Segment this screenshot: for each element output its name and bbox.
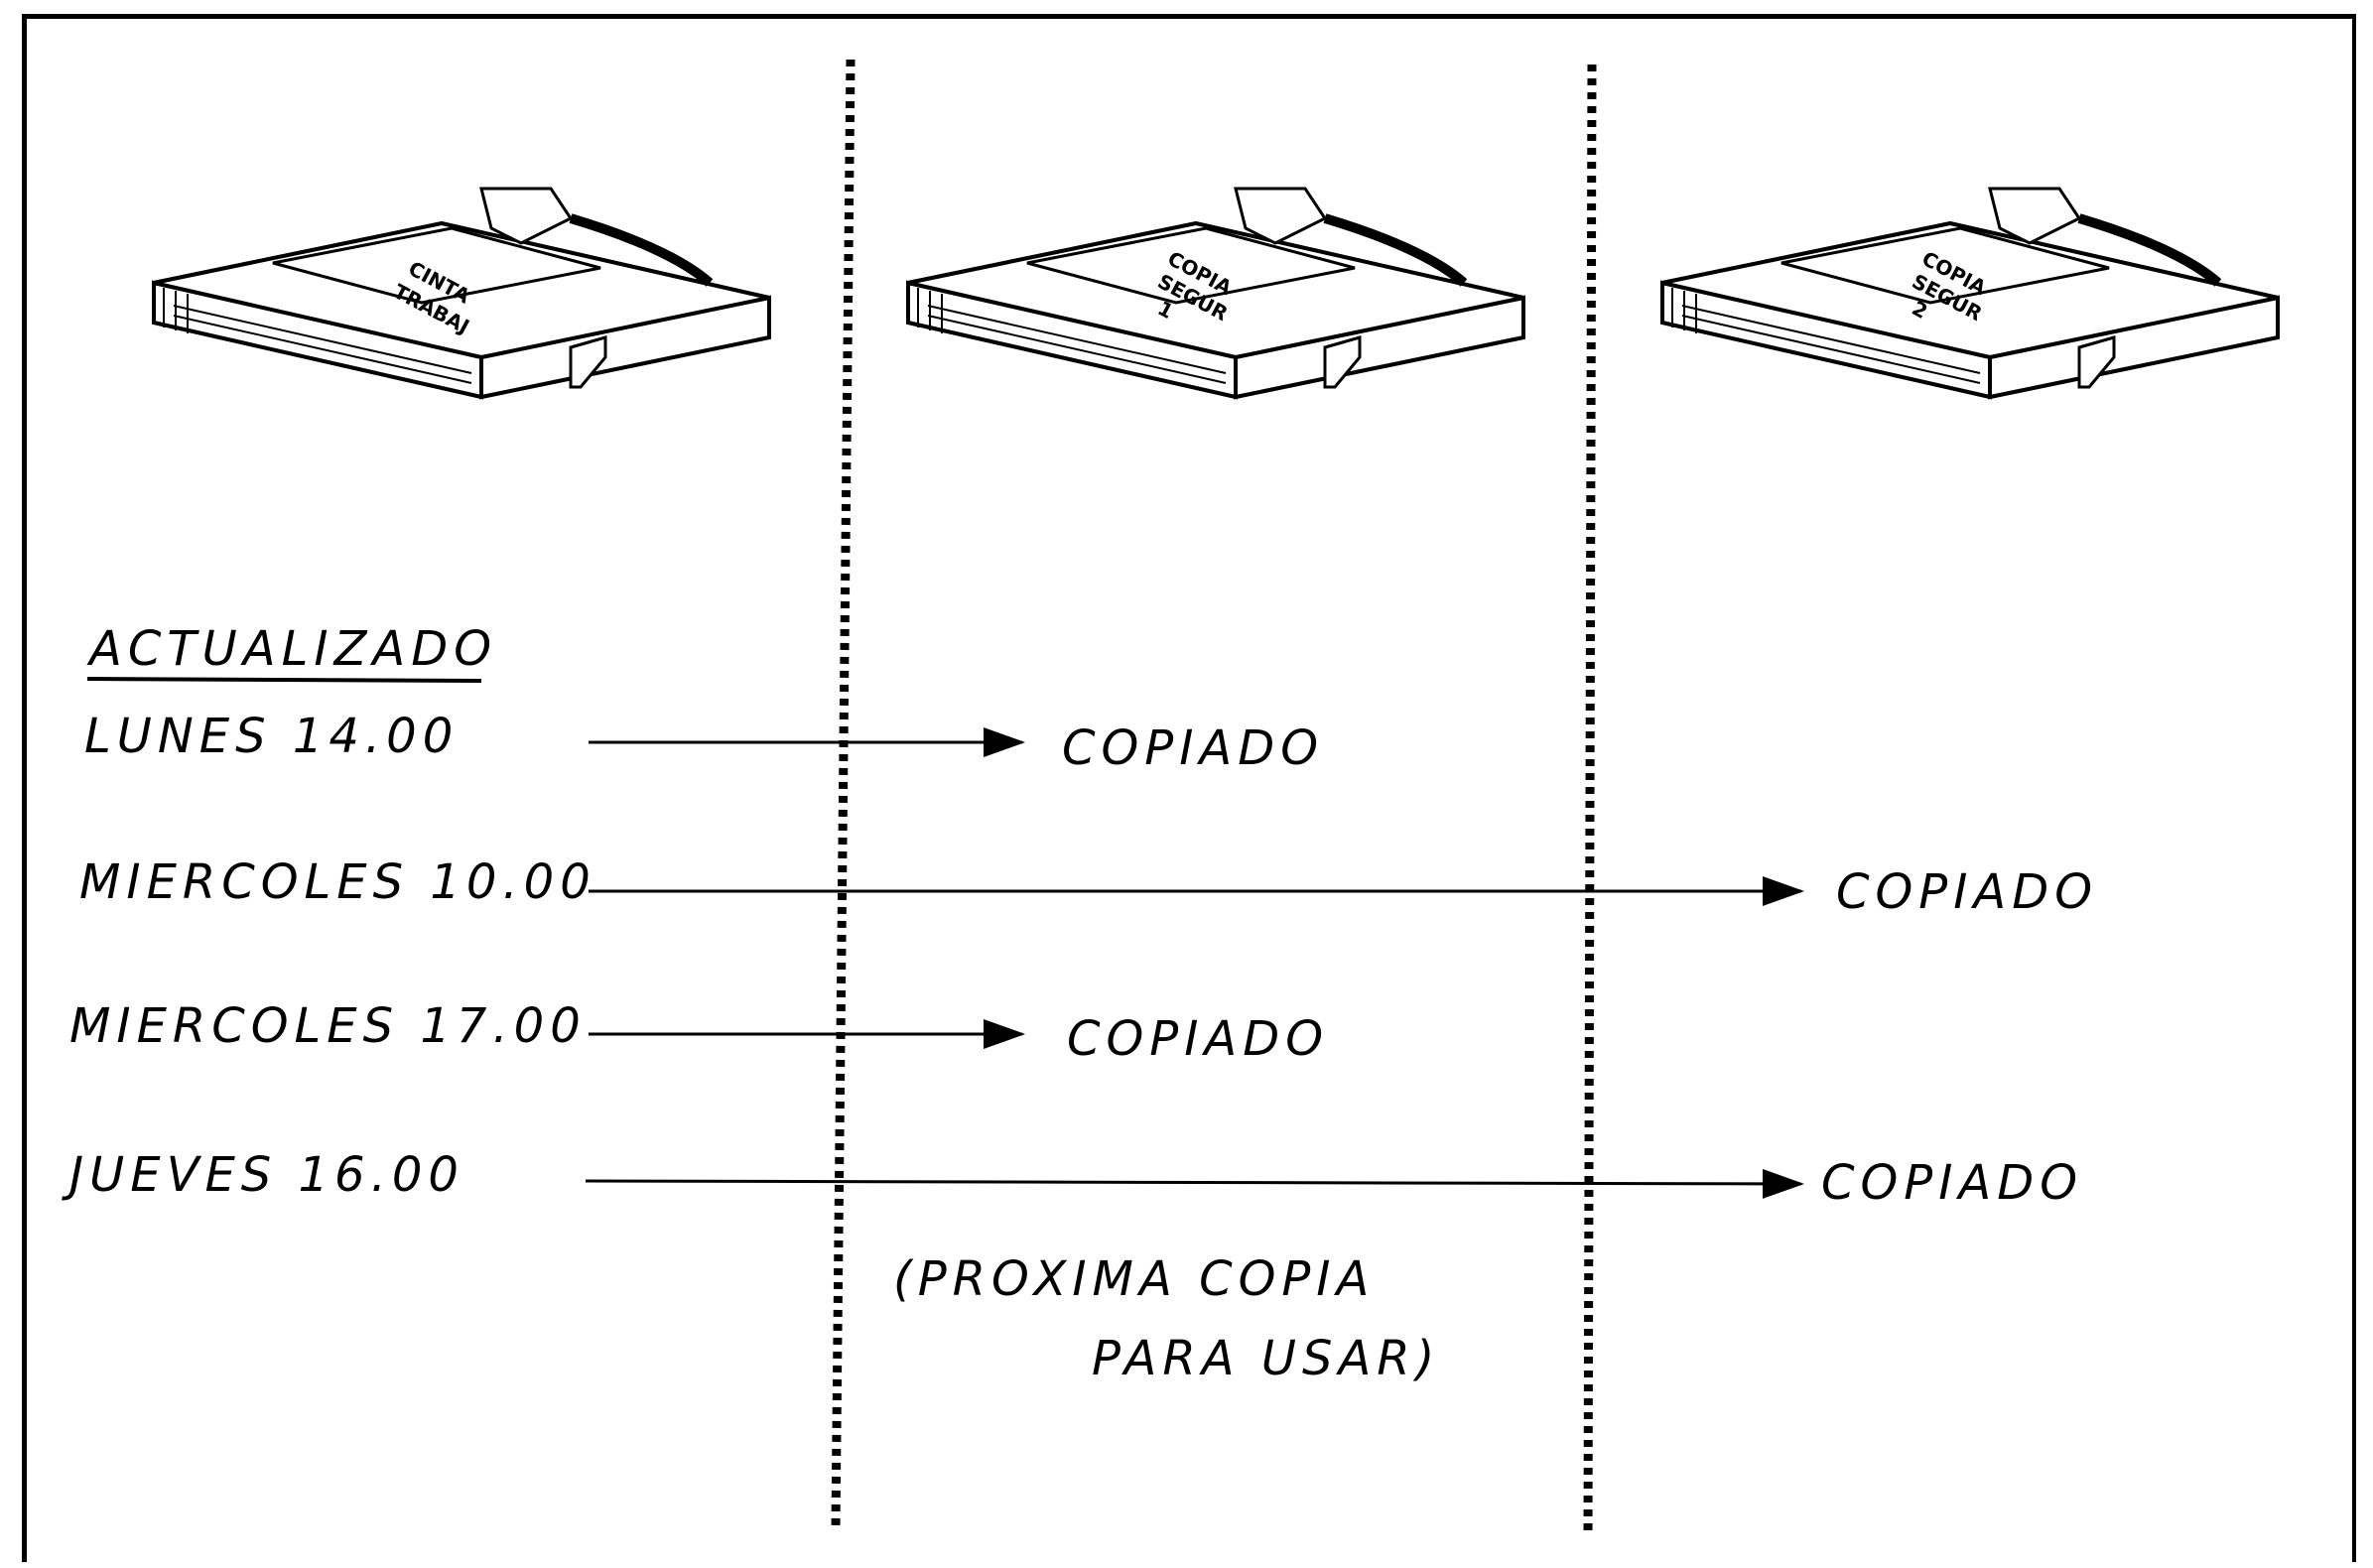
copy-arrow — [586, 1181, 1801, 1184]
note-line-1: (PROXIMA COPIA — [893, 1251, 1375, 1307]
event-result: COPIADO — [1821, 1155, 2083, 1211]
event-row: MIERCOLES 17.00 COPIADO — [69, 998, 1329, 1067]
divider-line-1 — [836, 60, 851, 1528]
event-time: JUEVES 16.00 — [62, 1147, 464, 1203]
diagram-title: ACTUALIZADO — [86, 621, 497, 677]
event-result: COPIADO — [1836, 864, 2098, 920]
event-time: MIERCOLES 17.00 — [69, 998, 587, 1054]
tape-cartridge-working: CINTA TRABAJ — [154, 189, 769, 397]
note-line-2: PARA USAR) — [1092, 1331, 1440, 1386]
event-time: MIERCOLES 10.00 — [79, 854, 596, 910]
event-time: LUNES 14.00 — [84, 709, 459, 764]
event-row: JUEVES 16.00 COPIADO — [62, 1147, 2083, 1211]
event-row: LUNES 14.00 COPIADO — [84, 709, 1324, 776]
event-row: MIERCOLES 10.00 COPIADO — [79, 854, 2098, 920]
title-underline — [87, 679, 481, 681]
event-result: COPIADO — [1062, 720, 1324, 776]
event-result: COPIADO — [1067, 1011, 1329, 1067]
tape-cartridge-backup-2: COPIA SEGUR 2 — [1662, 189, 2278, 397]
tape-cartridge-backup-1: COPIA SEGUR 1 — [908, 189, 1523, 397]
divider-line-2 — [1588, 65, 1592, 1533]
